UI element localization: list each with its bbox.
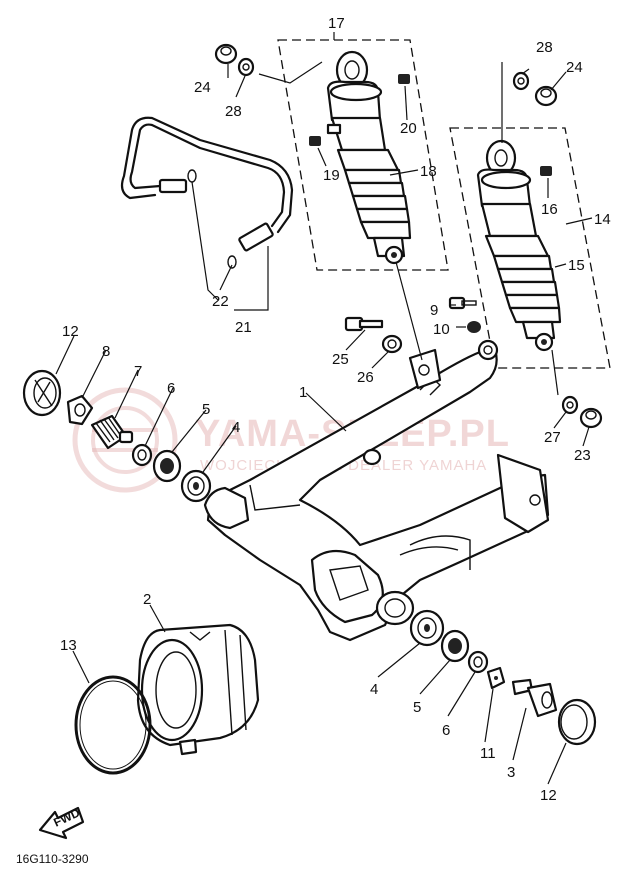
shock-assembly-17-box	[277, 39, 449, 271]
leader-lines	[55, 32, 593, 785]
diagram-code: 16G110-3290	[16, 852, 89, 866]
bearing-4-left	[180, 469, 212, 503]
callout-3: 3	[507, 764, 515, 781]
callout-15: 15	[568, 257, 585, 274]
nut-23	[579, 407, 603, 429]
collar-8	[66, 394, 94, 426]
collar-6-left	[131, 443, 153, 467]
pivot-shaft-7	[90, 414, 134, 450]
oil-seal-5-left	[152, 449, 182, 483]
bolt-9	[448, 296, 477, 310]
top-washer-left-28	[237, 57, 255, 77]
callout-17: 17	[328, 15, 345, 32]
callout-19: 19	[323, 167, 340, 184]
top-washer-right-28	[512, 71, 530, 91]
fwd-arrow-icon	[38, 806, 85, 840]
callout-27: 27	[544, 429, 561, 446]
collar-6-right	[467, 650, 489, 674]
callout-9: 9	[430, 302, 438, 319]
fwd-arrow: FWD	[38, 805, 85, 840]
callout-8: 8	[102, 343, 110, 360]
callout-10: 10	[433, 321, 450, 338]
callout-22: 22	[212, 293, 229, 310]
grease-hose-21	[120, 116, 294, 269]
callout-12-left: 12	[62, 323, 79, 340]
callout-5-right: 5	[413, 699, 421, 716]
swing-arm	[203, 339, 550, 642]
top-nut-right-24	[534, 85, 558, 107]
bolt-25	[344, 316, 384, 332]
callout-5-left: 5	[202, 401, 210, 418]
callout-28-left: 28	[225, 103, 242, 120]
callout-20: 20	[400, 120, 417, 137]
callout-13: 13	[60, 637, 77, 654]
callout-6-left: 6	[167, 380, 175, 397]
nut-26	[381, 334, 403, 354]
bearing-4-right	[409, 609, 445, 647]
callout-6-right: 6	[442, 722, 450, 739]
callout-26: 26	[357, 369, 374, 386]
grease-nipple-16	[540, 166, 552, 176]
grease-nipple-20	[398, 74, 410, 84]
callout-24-right: 24	[566, 59, 583, 76]
rubber-boot-2	[136, 623, 260, 756]
callout-4-left: 4	[232, 419, 240, 436]
callout-25: 25	[332, 351, 349, 368]
washer-27	[561, 395, 579, 415]
callout-18: 18	[420, 163, 437, 180]
nut-10	[467, 321, 481, 333]
pivot-bolt-3	[511, 678, 558, 718]
lock-washer-11	[486, 666, 506, 690]
top-nut-left-24	[214, 43, 238, 65]
shock-absorber-left	[326, 50, 412, 265]
callout-11: 11	[480, 745, 496, 762]
oil-seal-5-right	[440, 629, 470, 663]
callout-23: 23	[574, 447, 591, 464]
callout-28-right: 28	[536, 39, 553, 56]
callout-12-right: 12	[540, 787, 557, 804]
grease-nipple-19	[309, 136, 321, 146]
shock-assembly-14-box	[449, 127, 611, 369]
callout-7: 7	[134, 363, 142, 380]
callout-16: 16	[541, 201, 558, 218]
callout-14: 14	[594, 211, 611, 228]
callout-1: 1	[299, 384, 307, 401]
callout-24-left: 24	[194, 79, 211, 96]
callout-4-right: 4	[370, 681, 378, 698]
pivot-cap-right-12	[557, 698, 597, 746]
callout-21: 21	[235, 319, 252, 336]
callouts: 17 24 28 20 19 18 28 24 16 14 15 22 21 9…	[60, 15, 611, 804]
callout-2: 2	[143, 591, 151, 608]
pivot-cap-left-12	[22, 369, 62, 417]
o-ring-13	[74, 675, 152, 775]
shock-absorber-right	[476, 139, 562, 352]
